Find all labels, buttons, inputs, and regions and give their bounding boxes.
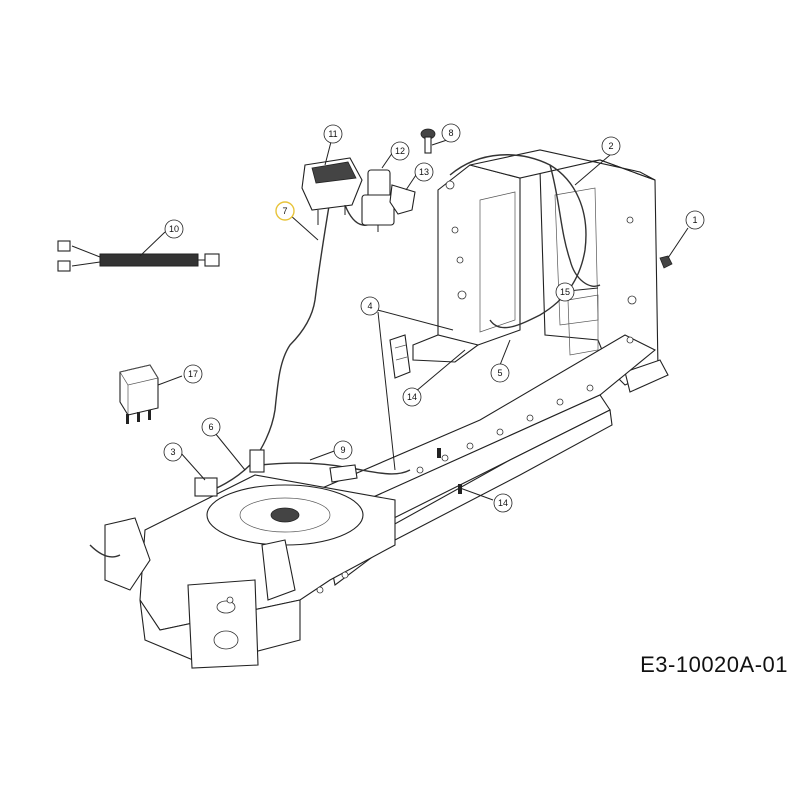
svg-text:17: 17: [188, 369, 198, 379]
svg-text:5: 5: [497, 368, 502, 378]
callout-12: 12: [390, 141, 410, 161]
svg-text:14: 14: [498, 498, 508, 508]
callout-17: 17: [183, 364, 203, 384]
callout-3: 3: [163, 442, 183, 462]
chassis-frame: [104, 149, 669, 669]
svg-text:7: 7: [282, 206, 287, 216]
callouts: 1 2 3 4 5 6 7 8: [163, 123, 705, 513]
part-1-nut: [659, 255, 673, 269]
callout-4: 4: [360, 296, 380, 316]
part-4-clip: [389, 334, 411, 379]
callout-1: 1: [685, 210, 705, 230]
drawing-number: E3-10020A-01: [640, 652, 788, 677]
callout-8: 8: [441, 123, 461, 143]
part-8-fastener: [420, 128, 436, 154]
callout-14-lower: 14: [493, 493, 513, 513]
part-14-screw: [437, 448, 462, 494]
svg-text:10: 10: [169, 224, 179, 234]
callout-7: 7: [275, 201, 295, 221]
callout-2: 2: [601, 136, 621, 156]
part-9-wire-section: [329, 464, 358, 483]
part-3-connector: [194, 477, 218, 497]
svg-text:1: 1: [692, 215, 697, 225]
part-6-connector: [249, 449, 265, 473]
svg-text:11: 11: [328, 129, 337, 139]
part-13-bracket: [389, 184, 416, 215]
svg-text:13: 13: [419, 167, 429, 177]
part-12-connector: [361, 169, 395, 232]
svg-text:12: 12: [395, 146, 405, 156]
callout-10: 10: [164, 219, 184, 239]
leader-lines: [139, 137, 689, 501]
svg-text:9: 9: [340, 445, 345, 455]
callout-5: 5: [490, 363, 510, 383]
svg-text:8: 8: [448, 128, 453, 138]
callout-6: 6: [201, 417, 221, 437]
callout-11: 11: [323, 124, 343, 144]
svg-text:15: 15: [560, 287, 570, 297]
svg-text:4: 4: [367, 301, 372, 311]
callout-15: 15: [555, 282, 575, 302]
callout-9: 9: [333, 440, 353, 460]
svg-text:2: 2: [608, 141, 613, 151]
svg-text:6: 6: [208, 422, 213, 432]
part-11-switch-box: [301, 157, 363, 225]
callout-13: 13: [414, 162, 434, 182]
svg-text:3: 3: [170, 447, 175, 457]
part-17-relay: [119, 364, 159, 424]
svg-text:14: 14: [407, 392, 417, 402]
callout-14-upper: 14: [402, 387, 422, 407]
part-10-corrugated-harness: [57, 240, 220, 272]
